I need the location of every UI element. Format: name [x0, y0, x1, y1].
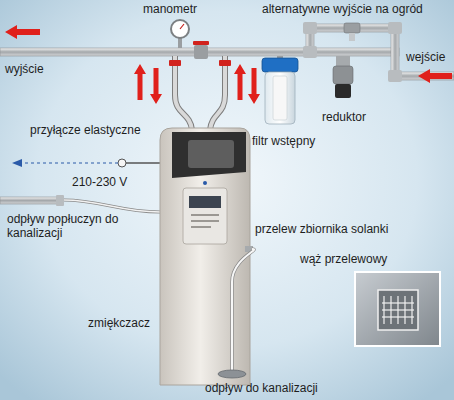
inlet-label: wejście	[406, 50, 445, 64]
reducer-label: reduktor	[322, 110, 366, 124]
drain-label: odpływ do kanalizacji	[205, 381, 318, 395]
label-anchor: alternatywne wyjście na ogród	[262, 2, 423, 16]
voltage-label: 210-230 V	[72, 175, 127, 189]
garden-outlet-label: alternatywne wyjście na ogród	[262, 2, 423, 16]
label-anchor: reduktor	[322, 110, 366, 124]
label-anchor: wejście	[406, 50, 445, 64]
label-anchor: odpływ do kanalizacji	[205, 381, 318, 395]
outlet-label: wyjście	[5, 62, 44, 76]
label-anchor: przyłącze elastyczne	[30, 123, 141, 137]
softener-label: zmiękczacz	[88, 316, 150, 330]
label-anchor: 210-230 V	[72, 175, 127, 189]
label-anchor: przelew zbiornika solanki	[255, 222, 388, 236]
filter-label: filtr wstępny	[252, 134, 315, 148]
label-anchor: wąż przelewowy	[300, 252, 387, 266]
label-anchor: zmiękczacz	[88, 316, 150, 330]
label-anchor: wyjście	[5, 62, 44, 76]
hose-label: wąż przelewowy	[300, 252, 387, 266]
overflow-label: przelew zbiornika solanki	[255, 222, 388, 236]
label-anchor: manometr	[143, 2, 197, 16]
label-anchor: odpływ popłuczyn do kanalizacji	[7, 212, 119, 240]
label-anchor: filtr wstępny	[252, 134, 315, 148]
gauge-label: manometr	[143, 2, 197, 16]
drain-label: odpływ popłuczyn do kanalizacji	[7, 212, 119, 240]
hose-label: przyłącze elastyczne	[30, 123, 141, 137]
